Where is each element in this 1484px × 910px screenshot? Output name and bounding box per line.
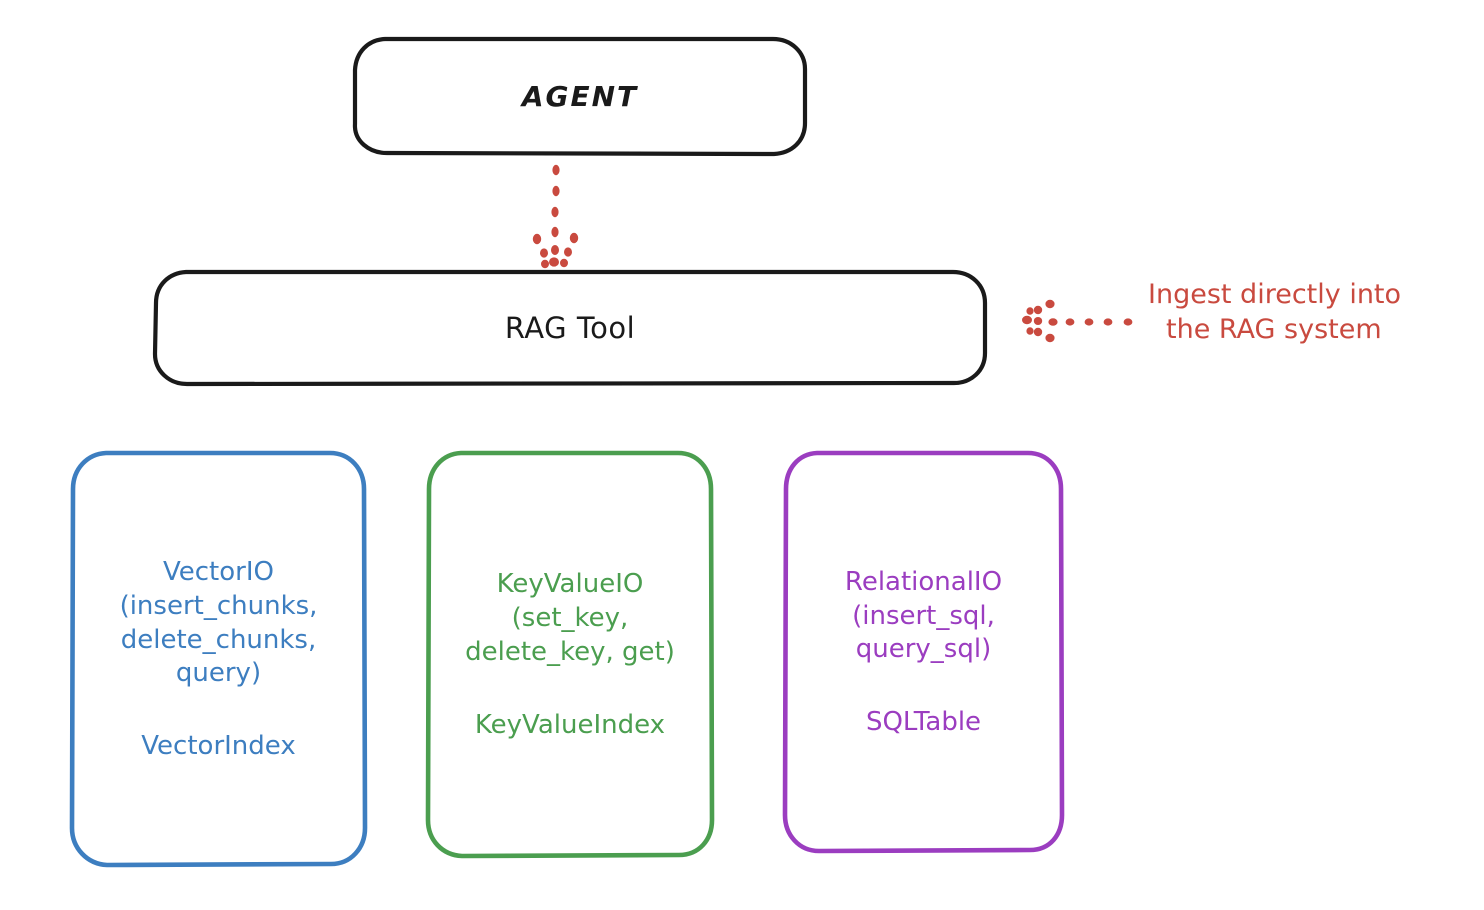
vectorio-line-1: VectorIO <box>163 556 274 587</box>
annotation-line-2: the RAG system <box>1166 313 1382 345</box>
keyvalueio-line-1: KeyValueIO <box>496 569 644 600</box>
annotation-line-1: Ingest directly into <box>1148 279 1402 310</box>
vectorio-line-4: query) <box>175 658 262 689</box>
agent-label: AGENT <box>521 79 639 113</box>
connector-annotation-to-rag-tool <box>1022 299 1133 343</box>
vectorio-line-3: delete_chunks, <box>120 624 317 655</box>
annotation-ingest: Ingest directly into the RAG system <box>1148 278 1478 347</box>
relationalio-body: RelationalIO (insert_sql, query_sql) SQL… <box>835 566 1012 737</box>
relationalio-line-1: RelationalIO <box>844 566 1003 597</box>
keyvalueio-line-2: (set_key, <box>511 603 629 634</box>
node-agent[interactable]: AGENT <box>355 38 805 154</box>
relationalio-line-3: query_sql) <box>855 634 992 665</box>
keyvalueio-body: KeyValueIO (set_key, delete_key, get) Ke… <box>455 568 685 739</box>
vectorio-box-outline <box>69 450 368 868</box>
rag-tool-box-outline <box>152 269 988 387</box>
node-keyvalueio[interactable]: KeyValueIO (set_key, delete_key, get) Ke… <box>428 452 712 856</box>
agent-box-outline <box>352 36 808 157</box>
keyvalueio-line-3: delete_key, get) <box>465 636 675 667</box>
node-vectorio[interactable]: VectorIO (insert_chunks, delete_chunks, … <box>72 452 365 865</box>
rag-tool-label: RAG Tool <box>504 310 636 345</box>
node-rag-tool[interactable]: RAG Tool <box>155 271 985 384</box>
keyvalueio-index-label: KeyValueIndex <box>474 709 666 740</box>
vectorio-line-2: (insert_chunks, <box>119 590 318 621</box>
connector-agent-to-rag-tool <box>532 164 579 269</box>
relationalio-index-label: SQLTable <box>865 707 982 738</box>
keyvalueio-box-outline <box>425 450 715 859</box>
vectorio-index-label: VectorIndex <box>141 731 296 762</box>
vectorio-body: VectorIO (insert_chunks, delete_chunks, … <box>110 556 328 761</box>
relationalio-box-outline <box>782 450 1065 854</box>
node-relationalio[interactable]: RelationalIO (insert_sql, query_sql) SQL… <box>785 452 1062 851</box>
relationalio-line-2: (insert_sql, <box>852 600 995 631</box>
